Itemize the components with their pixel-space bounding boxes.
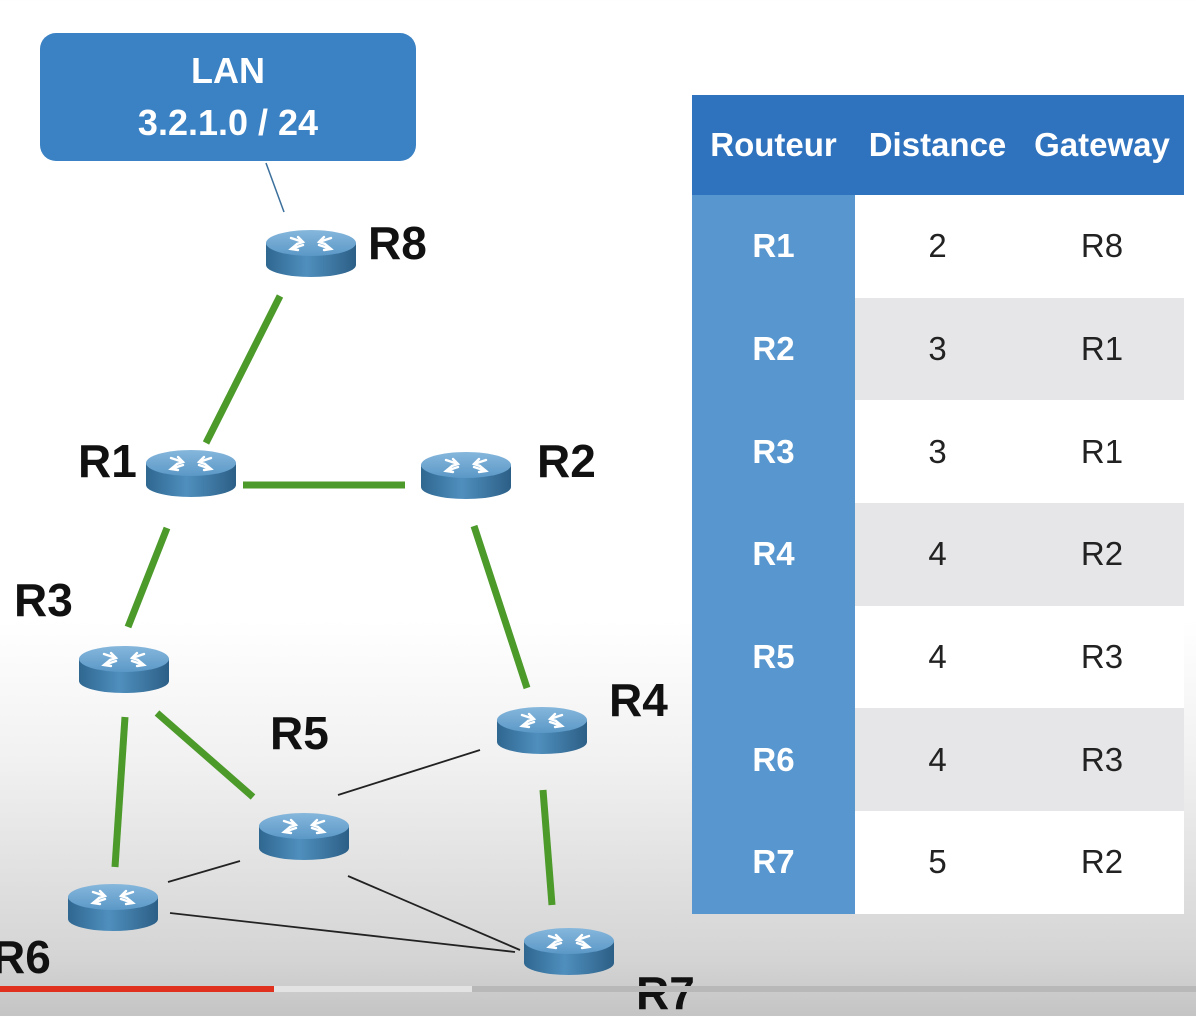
row-router: R7: [692, 811, 855, 914]
table-row: R4 4 R2: [692, 503, 1184, 606]
link-r8-r1: [202, 294, 284, 445]
lan-link: [265, 162, 285, 213]
row-distance: 4: [855, 605, 1020, 709]
router-label-r6: R6: [0, 931, 51, 983]
row-gateway: R8: [1020, 195, 1184, 298]
row-router: R1: [692, 195, 855, 298]
row-gateway: R2: [1020, 811, 1184, 914]
router-r1-icon: [144, 448, 238, 499]
row-router: R3: [692, 400, 855, 504]
table-row: R3 3 R1: [692, 400, 1184, 504]
row-gateway: R3: [1020, 605, 1184, 709]
table-row: R7 5 R2: [692, 811, 1184, 914]
row-distance: 3: [855, 400, 1020, 504]
router-label-r1: R1: [78, 435, 137, 487]
video-progress-bar[interactable]: [0, 986, 1196, 992]
header-distance: Distance: [855, 95, 1020, 195]
row-router: R2: [692, 297, 855, 401]
router-label-r2: R2: [537, 435, 596, 487]
row-distance: 4: [855, 503, 1020, 606]
table-row: R5 4 R3: [692, 605, 1184, 709]
router-r8-icon: [264, 228, 358, 279]
header-router: Routeur: [692, 95, 855, 195]
row-gateway: R1: [1020, 297, 1184, 401]
link-r6-r7: [169, 912, 516, 953]
router-label-r7: R7: [636, 967, 695, 1019]
header-gateway: Gateway: [1020, 95, 1184, 195]
row-distance: 5: [855, 811, 1020, 914]
router-label-r3: R3: [14, 574, 73, 626]
video-progress-played: [0, 986, 274, 992]
table-row: R6 4 R3: [692, 708, 1184, 812]
table-row: R1 2 R8: [692, 195, 1184, 298]
row-distance: 2: [855, 195, 1020, 298]
link-r1-r3: [124, 526, 171, 629]
row-router: R5: [692, 605, 855, 709]
router-r7-icon: [522, 926, 616, 977]
link-r5-r4: [337, 749, 481, 796]
router-label-r5: R5: [270, 707, 329, 759]
row-gateway: R1: [1020, 400, 1184, 504]
router-r6-icon: [66, 882, 160, 933]
link-r3-r5: [154, 710, 256, 800]
router-r2-icon: [419, 450, 513, 501]
lan-subnet: 3.2.1.0 / 24: [137, 102, 319, 143]
lan-box: LAN 3.2.1.0 / 24: [40, 33, 416, 161]
router-label-r4: R4: [609, 674, 668, 726]
row-gateway: R2: [1020, 503, 1184, 606]
link-r5-r6: [167, 860, 241, 883]
row-router: R4: [692, 503, 855, 606]
row-distance: 4: [855, 708, 1020, 812]
row-distance: 3: [855, 297, 1020, 401]
link-r2-r4: [470, 524, 531, 690]
table-header-row: Routeur Distance Gateway: [692, 95, 1184, 195]
router-r4-icon: [495, 705, 589, 756]
router-label-r8: R8: [368, 217, 427, 269]
link-r5-r7: [347, 875, 521, 951]
router-r5-icon: [257, 811, 351, 862]
row-router: R6: [692, 708, 855, 812]
router-r3-icon: [77, 644, 171, 695]
lan-title: LAN: [191, 50, 265, 91]
link-r4-r7: [539, 789, 556, 906]
routing-table: Routeur Distance Gateway R1 2 R8 R2 3 R1…: [692, 95, 1184, 914]
row-gateway: R3: [1020, 708, 1184, 812]
link-r3-r6: [111, 716, 129, 868]
table-row: R2 3 R1: [692, 297, 1184, 401]
